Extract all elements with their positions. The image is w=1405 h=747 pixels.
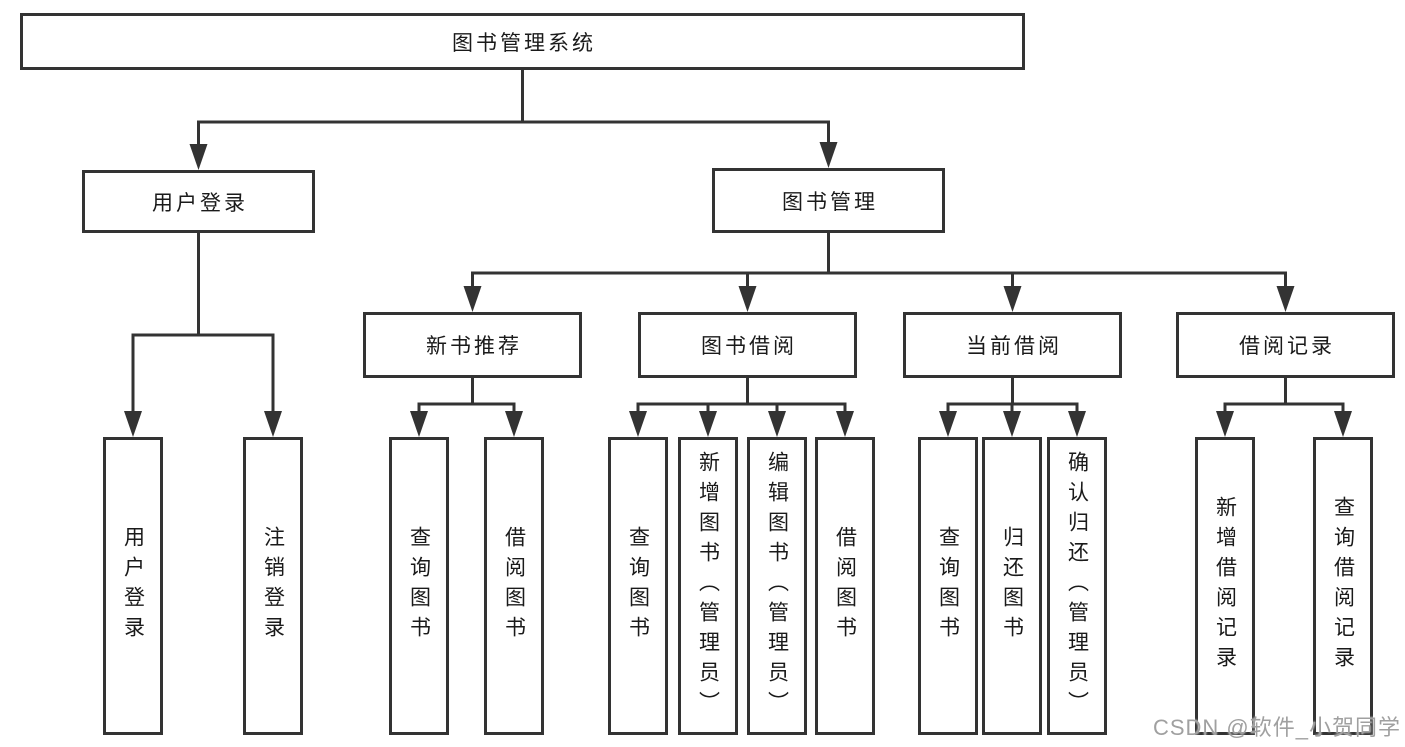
node-user-login: 用户登录	[82, 170, 315, 233]
leaf-user-login: 用户登录	[103, 437, 163, 735]
leaf-borrowing-query-books: 查询图书	[608, 437, 668, 735]
csdn-watermark: CSDN @软件_小贺同学	[1152, 715, 1401, 740]
leaf-borrowing-edit-books-admin: 编辑图书（管理员）	[747, 437, 807, 735]
leaf-current-return-books: 归还图书	[982, 437, 1042, 735]
node-root-library-system: 图书管理系统	[20, 13, 1025, 70]
node-book-management: 图书管理	[712, 168, 945, 233]
node-new-book-recommend: 新书推荐	[363, 312, 582, 378]
leaf-borrowing-add-books-admin: 新增图书（管理员）	[678, 437, 738, 735]
node-current-borrowing: 当前借阅	[903, 312, 1122, 378]
node-borrow-records: 借阅记录	[1176, 312, 1395, 378]
leaf-records-add-borrow-record: 新增借阅记录	[1195, 437, 1255, 735]
leaf-newbook-borrow-books: 借阅图书	[484, 437, 544, 735]
leaf-newbook-query-books: 查询图书	[389, 437, 449, 735]
leaf-current-confirm-return-admin: 确认归还（管理员）	[1047, 437, 1107, 735]
leaf-borrowing-borrow-books: 借阅图书	[815, 437, 875, 735]
leaf-records-query-borrow-record: 查询借阅记录	[1313, 437, 1373, 735]
node-book-borrowing: 图书借阅	[638, 312, 857, 378]
leaf-logout: 注销登录	[243, 437, 303, 735]
leaf-current-query-books: 查询图书	[918, 437, 978, 735]
